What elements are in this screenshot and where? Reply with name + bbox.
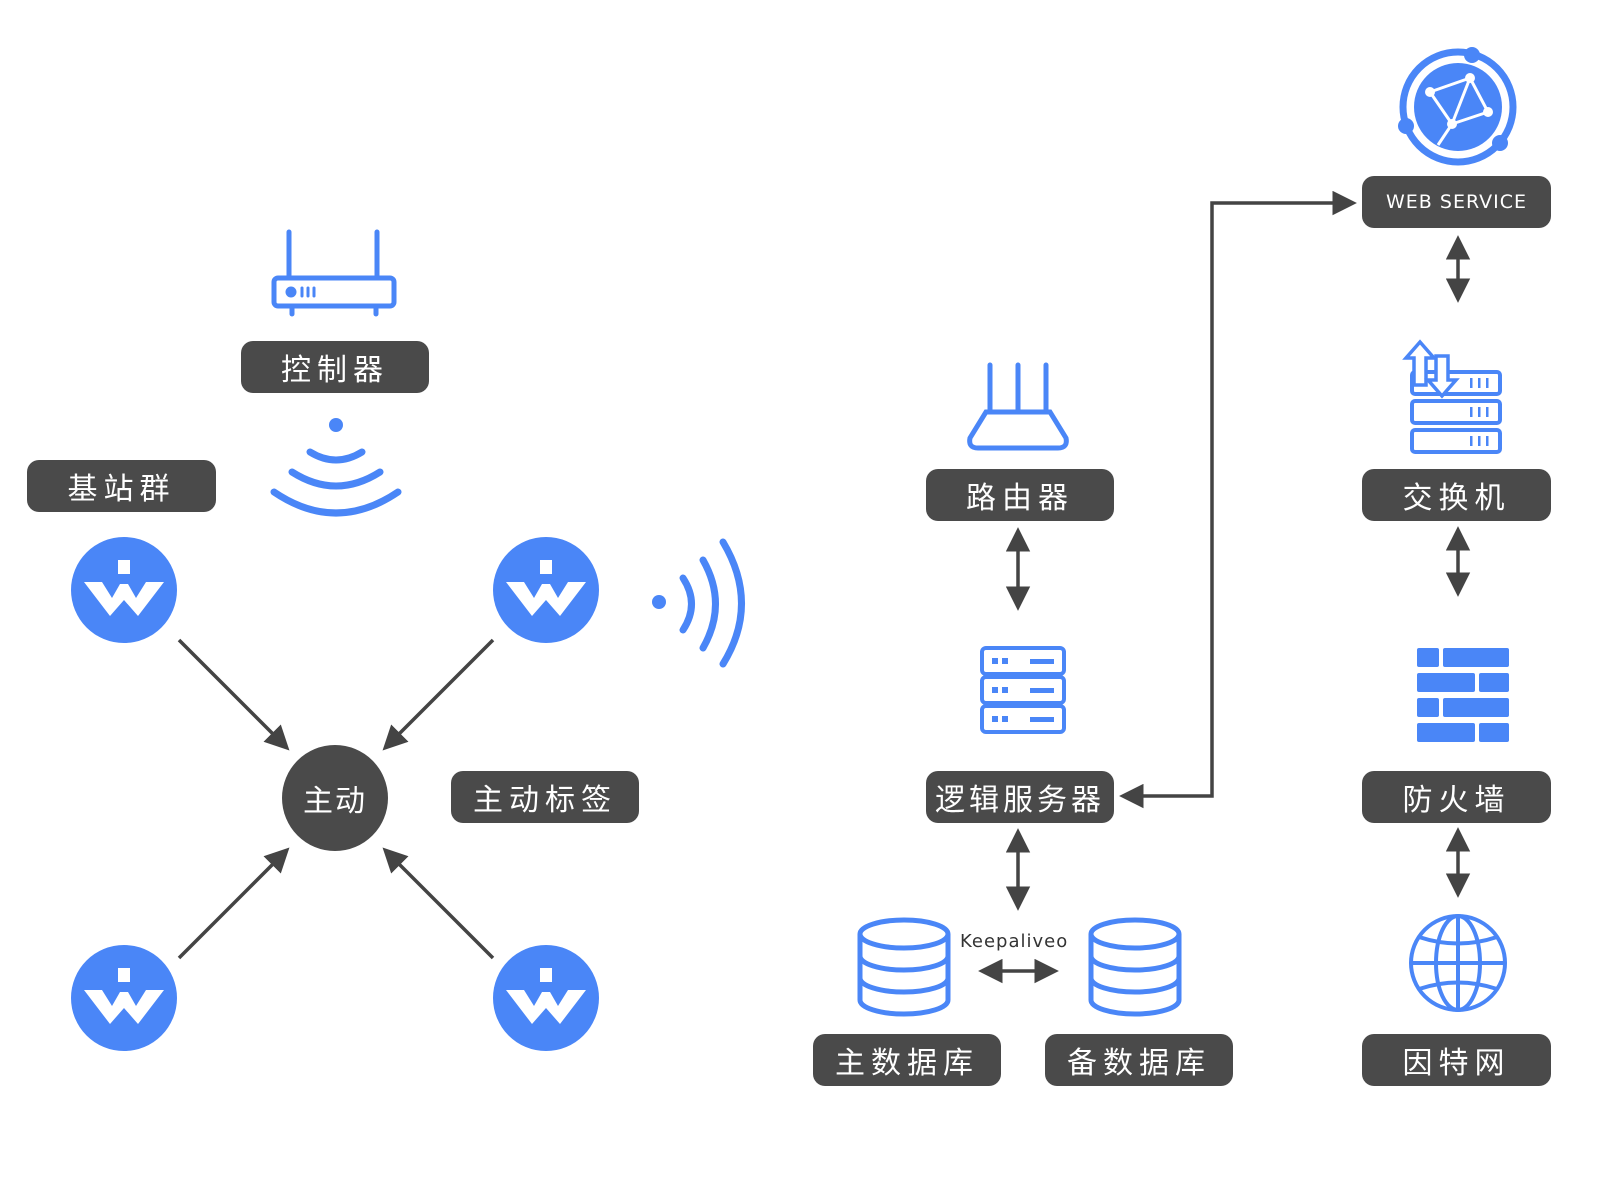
keepalive-label: Keepaliveo — [960, 931, 1069, 952]
router-label: 路由器 — [926, 469, 1114, 521]
beacon-arrow — [382, 638, 495, 751]
hub-node: 主动 — [282, 745, 388, 851]
router-icon — [967, 362, 1069, 451]
active-tag-label: 主动标签 — [451, 771, 639, 823]
server-rack-icon — [980, 646, 1066, 734]
switch-label: 交换机 — [1362, 469, 1551, 521]
master-db-label: 主数据库 — [813, 1034, 1001, 1086]
globe-network-icon — [1398, 47, 1517, 166]
web-service-label: WEB SERVICE — [1362, 176, 1551, 228]
wifi-signal-icon — [652, 538, 745, 668]
globe-icon — [1409, 914, 1507, 1012]
beacon-icon — [493, 945, 599, 1051]
beacon-arrow — [177, 847, 290, 960]
basestation-label: 基站群 — [27, 460, 216, 512]
internet-label: 因特网 — [1362, 1034, 1551, 1086]
beacon-arrow — [177, 638, 290, 751]
beacon-arrow — [382, 847, 495, 960]
firewall-icon — [1417, 648, 1509, 742]
beacon-icon — [71, 537, 177, 643]
web-service-link — [1119, 190, 1357, 809]
beacon-icon — [493, 537, 599, 643]
database-icon — [1088, 917, 1182, 1017]
database-icon — [857, 917, 951, 1017]
firewall-label: 防火墙 — [1362, 771, 1551, 823]
controller-label: 控制器 — [241, 341, 429, 393]
logic-server-label: 逻辑服务器 — [926, 771, 1114, 823]
beacon-icon — [71, 945, 177, 1051]
backup-db-label: 备数据库 — [1045, 1034, 1233, 1086]
wifi-signal-icon — [270, 418, 402, 517]
switch-icon — [1402, 339, 1502, 454]
router-icon — [271, 229, 397, 317]
